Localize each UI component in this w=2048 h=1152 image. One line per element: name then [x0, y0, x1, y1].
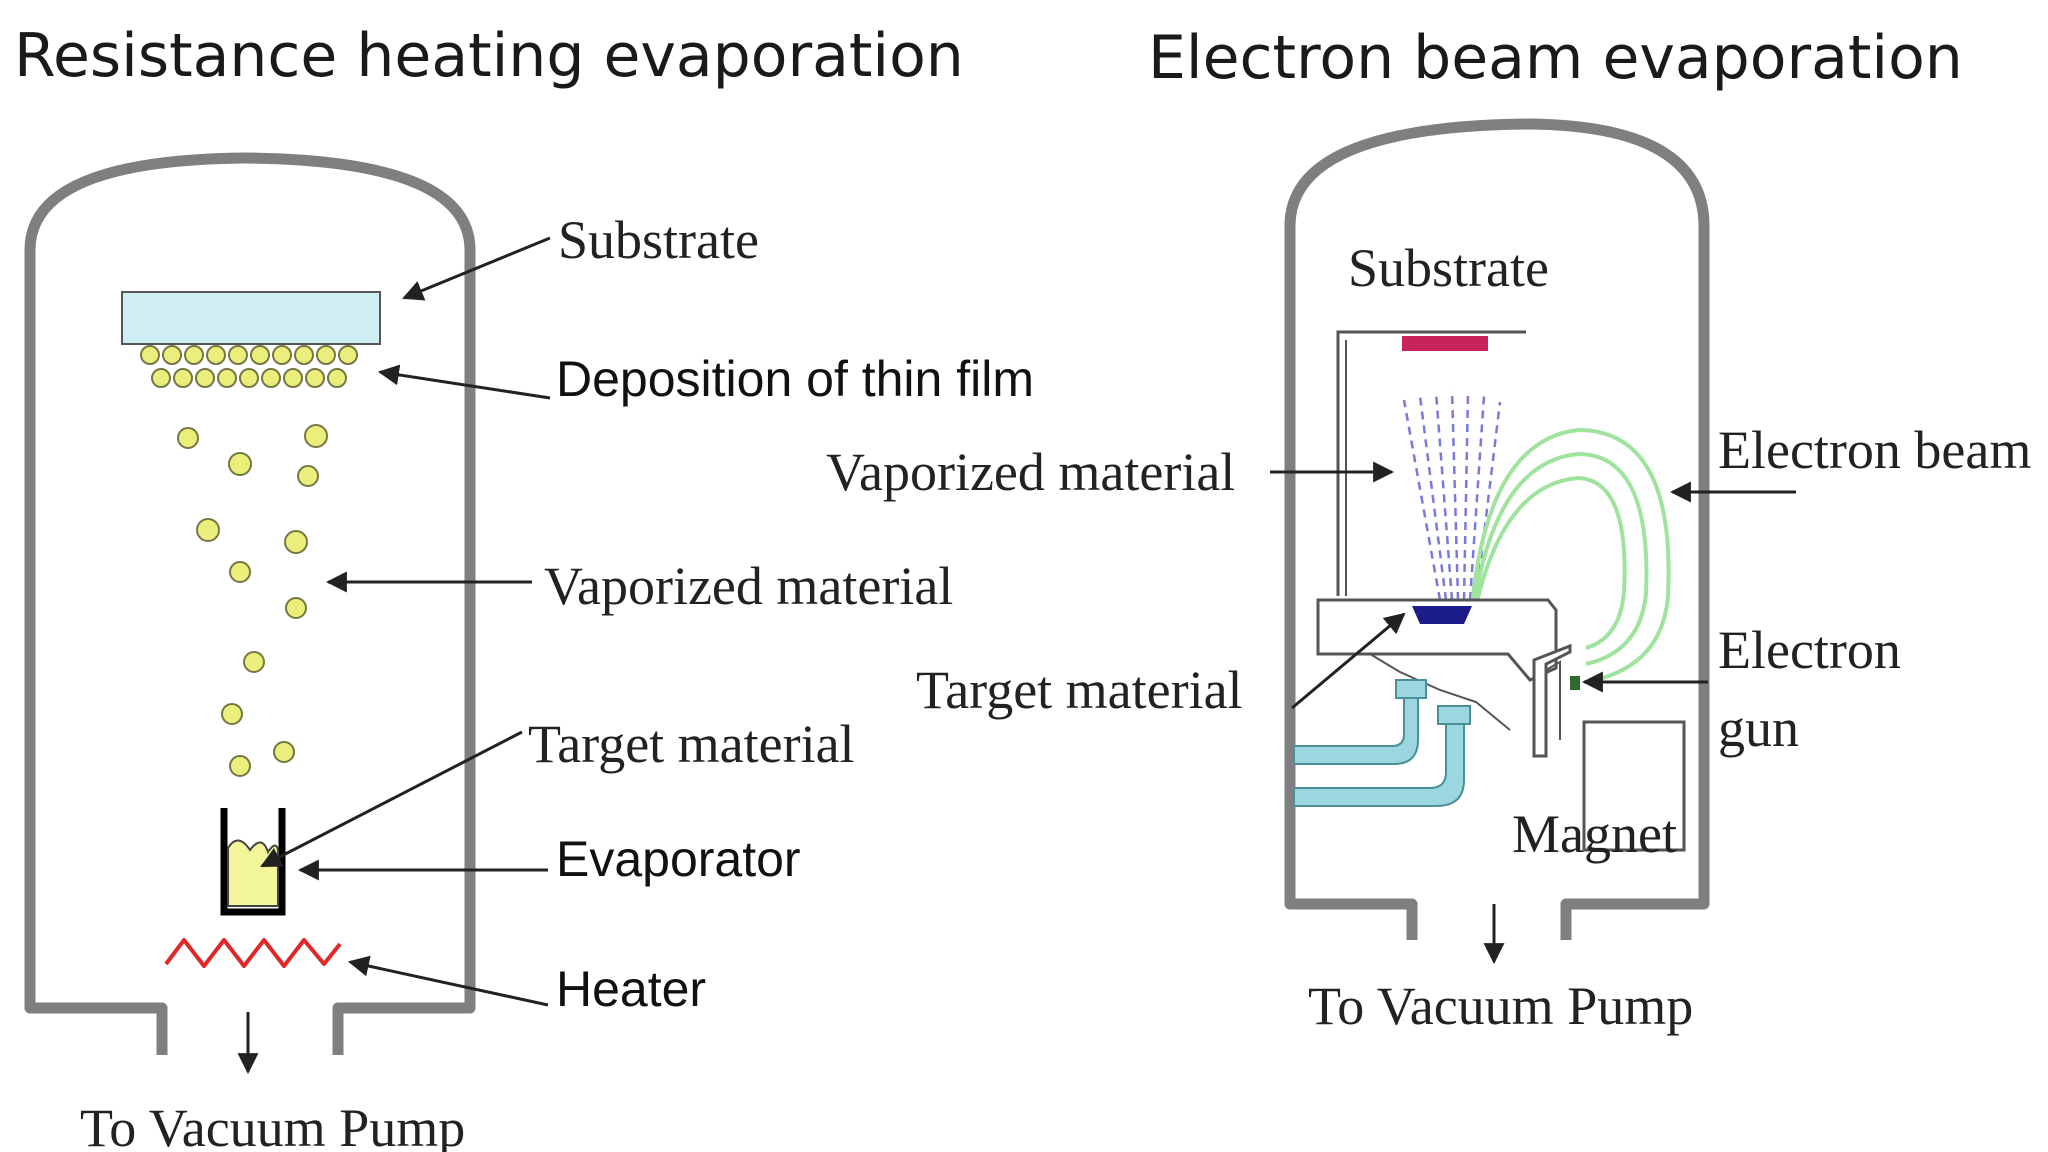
label-left-heater: Heater: [556, 961, 706, 1017]
leader-right-target: [1291, 612, 1406, 710]
substrate-holder: [1336, 330, 1526, 596]
cooling-pipes: [1293, 679, 1471, 807]
title-resistance-heating: Resistance heating evaporation: [14, 21, 964, 91]
label-left-substrate: Substrate: [558, 210, 759, 270]
vapor-particles: [177, 424, 328, 777]
label-right-magnet: Magnet: [1512, 804, 1677, 864]
leader-left-substrate: [402, 236, 551, 301]
right-target-material: [1412, 606, 1472, 624]
electron-gun-nozzle: [1545, 660, 1561, 756]
label-left-pump: To Vacuum Pump: [80, 1098, 465, 1152]
crucible-crack-line: [1369, 653, 1511, 731]
resistance-heating-diagram: Substrate Deposition of thin film Vapori…: [24, 152, 1034, 1152]
label-left-target: Target material: [528, 714, 855, 774]
electron-beam-diagram: Substrate Vaporized material Electron be…: [826, 118, 2031, 1036]
left-substrate-plate: [121, 291, 381, 345]
label-left-deposition: Deposition of thin film: [556, 351, 1034, 407]
electron-gun-tip: [1570, 676, 1580, 690]
left-vacuum-chamber: [24, 152, 476, 1055]
left-target-material: [227, 839, 279, 907]
label-right-electron-gun-1: Electron: [1718, 620, 1901, 680]
right-vacuum-chamber: [1284, 118, 1710, 940]
leader-left-heater: [347, 955, 549, 1007]
right-substrate: [1402, 336, 1488, 351]
heater-coil: [164, 938, 342, 968]
label-right-vaporized: Vaporized material: [826, 442, 1235, 502]
label-right-pump: To Vacuum Pump: [1308, 976, 1693, 1036]
vapor-plume: [1402, 389, 1502, 601]
electron-beam-arcs: [1470, 427, 1671, 684]
label-right-substrate: Substrate: [1348, 238, 1549, 298]
title-electron-beam: Electron beam evaporation: [1148, 23, 1963, 93]
label-left-vaporized: Vaporized material: [544, 556, 953, 616]
label-right-electron-gun-2: gun: [1718, 698, 1799, 758]
leader-left-deposition: [377, 364, 551, 400]
leader-left-target: [260, 730, 523, 868]
magnet-box: [1582, 720, 1686, 852]
thin-film-layer: [140, 345, 358, 388]
label-right-electron-beam: Electron beam: [1718, 420, 2031, 480]
label-left-evaporator: Evaporator: [556, 831, 801, 887]
electron-gun-body: [1532, 643, 1572, 758]
label-right-target: Target material: [916, 660, 1243, 720]
